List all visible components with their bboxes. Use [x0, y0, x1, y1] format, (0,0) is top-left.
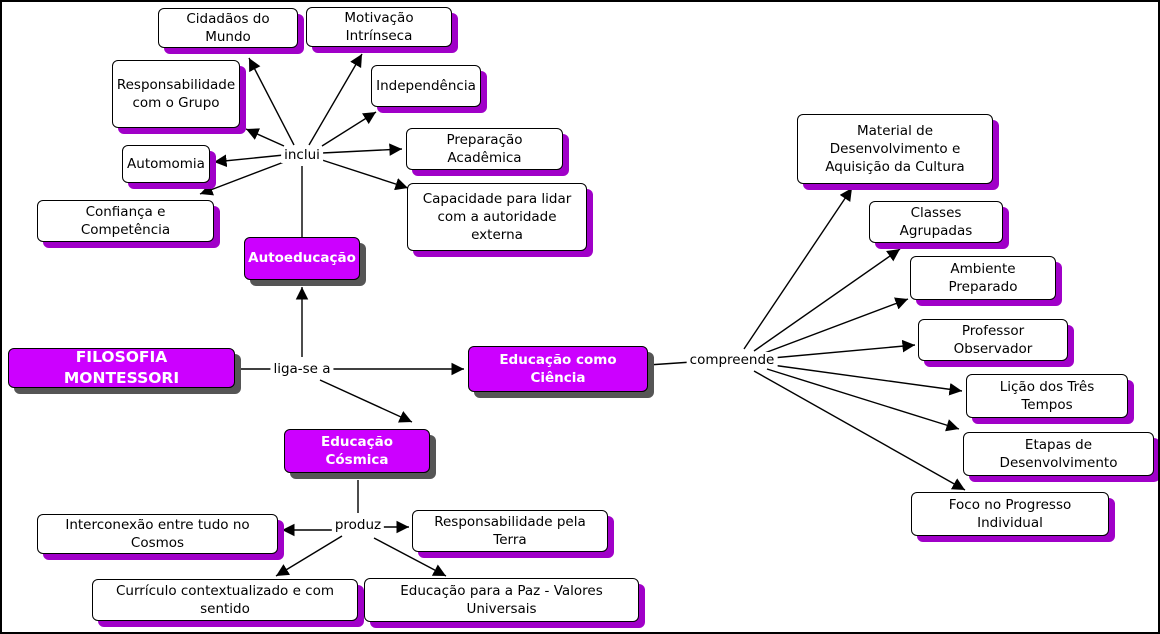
- node-confianca-e-competencia[interactable]: Confiança e Competência: [37, 200, 214, 242]
- arrow-compreende-material: [743, 187, 853, 350]
- arrow-liga-cosmica: [319, 379, 413, 423]
- arrow-compreende-professor: [771, 339, 916, 359]
- arrow-compreende-classes: [753, 248, 901, 352]
- arrow-compreende-ambiente: [761, 297, 909, 355]
- node-licao-dos-tres-tempos[interactable]: Lição dos Três Tempos: [966, 374, 1128, 418]
- node-educacao-como-ciencia[interactable]: Educação como Ciência: [468, 346, 648, 392]
- link-produz: produz: [331, 517, 385, 533]
- link-compreende: compreende: [686, 352, 778, 368]
- node-preparacao-academica[interactable]: Preparação Acadêmica: [406, 128, 563, 170]
- node-foco-no-progresso-individual[interactable]: Foco no Progresso Individual: [911, 492, 1109, 536]
- arrow-compreende-etapas: [766, 368, 960, 432]
- node-automomia[interactable]: Automomia: [122, 145, 210, 183]
- arrow-inclui-preparacao: [321, 143, 403, 156]
- arrow-inclui-cidadaos: [248, 57, 295, 146]
- arrow-inclui-motivacao: [308, 53, 363, 146]
- arrow-inclui-capacidade: [321, 159, 409, 191]
- node-professor-observador[interactable]: Professor Observador: [918, 319, 1068, 361]
- node-responsabilidade-com-o-grupo[interactable]: Responsabilidade com o Grupo: [112, 60, 240, 128]
- arrow-produz-paz: [373, 537, 447, 577]
- arrow-inclui-independencia: [321, 111, 377, 147]
- node-responsabilidade-pela-terra[interactable]: Responsabilidade pela Terra: [412, 510, 608, 552]
- node-etapas-de-desenvolvimento[interactable]: Etapas de Desenvolvimento: [963, 432, 1154, 476]
- node-educacao-para-a-paz[interactable]: Educação para a Paz - Valores Universais: [364, 578, 639, 622]
- link-inclui: inclui: [281, 147, 323, 163]
- node-autoeducacao[interactable]: Autoeducação: [244, 237, 360, 280]
- arrow-inclui-confianca: [199, 161, 285, 196]
- node-ambiente-preparado[interactable]: Ambiente Preparado: [910, 256, 1056, 300]
- arrow-produz-curriculo: [275, 535, 343, 577]
- arrow-compreende-foco: [753, 370, 966, 491]
- node-capacidade-autoridade-externa[interactable]: Capacidade para lidar com a autoridade e…: [407, 183, 587, 251]
- arrow-inclui-responsabilidade: [245, 128, 285, 147]
- arrow-compreende-licao: [771, 364, 963, 396]
- node-interconexao-cosmos[interactable]: Interconexão entre tudo no Cosmos: [37, 514, 278, 554]
- node-filosofia-montessori[interactable]: FILOSOFIA MONTESSORI: [8, 348, 235, 388]
- node-classes-agrupadas[interactable]: Classes Agrupadas: [869, 201, 1003, 243]
- arrow-inclui-automomia: [213, 154, 285, 168]
- node-motivacao-intrinseca[interactable]: Motivação Intrínseca: [306, 7, 452, 47]
- node-cidadaos-do-mundo[interactable]: Cidadãos do Mundo: [158, 8, 298, 48]
- node-educacao-cosmica[interactable]: Educação Cósmica: [284, 429, 430, 473]
- line-ciencia-compreende: [647, 361, 693, 366]
- node-material-de-desenvolvimento[interactable]: Material de Desenvolvimento e Aquisição …: [797, 114, 993, 184]
- link-liga-se-a: liga-se a: [270, 361, 334, 377]
- node-curriculo-contextualizado[interactable]: Currículo contextualizado e com sentido: [92, 579, 358, 621]
- node-independencia[interactable]: Independência: [371, 65, 481, 107]
